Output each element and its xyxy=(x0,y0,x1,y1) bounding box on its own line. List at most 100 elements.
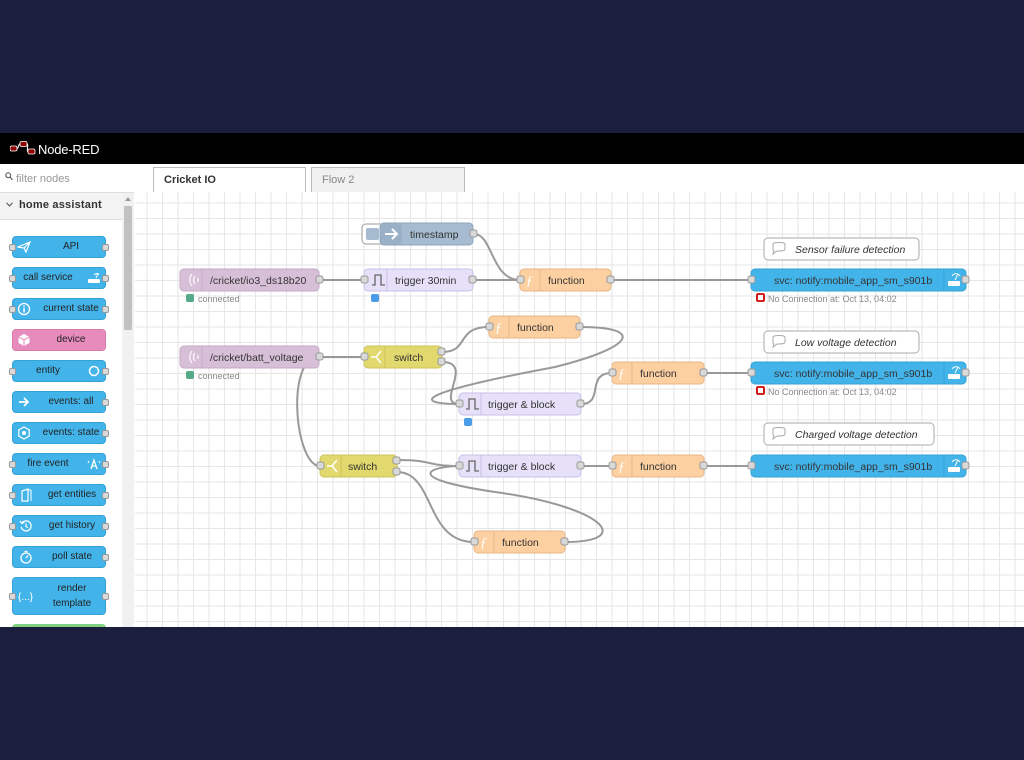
node-output-port[interactable] xyxy=(469,229,478,238)
filter-nodes-input[interactable] xyxy=(14,169,130,189)
node-label: svc: notify:mobile_app_sm_s901b xyxy=(774,461,932,473)
node-output-port[interactable] xyxy=(437,347,446,356)
node-output-port[interactable] xyxy=(560,537,569,546)
palette-node-partial[interactable] xyxy=(12,624,106,627)
node-function-1[interactable]: ƒ function xyxy=(516,268,615,292)
node-output-port[interactable] xyxy=(606,275,615,284)
palette-node-entity[interactable]: entity xyxy=(9,360,109,382)
inject-arrow-icon xyxy=(385,228,399,240)
comment-body[interactable] xyxy=(763,422,935,446)
palette-node-api[interactable]: API xyxy=(9,236,109,258)
node-output-port xyxy=(102,492,109,499)
tab-flow-2[interactable]: Flow 2 xyxy=(311,167,465,192)
node-switch-2[interactable]: switch xyxy=(316,454,401,478)
node-output-port[interactable] xyxy=(392,456,401,465)
node-label: function xyxy=(517,322,554,334)
comment-bubble-icon xyxy=(772,335,786,349)
tab-cricket-io[interactable]: Cricket IO xyxy=(153,167,306,193)
node-input-port[interactable] xyxy=(747,368,756,377)
node-svc-notify-2[interactable]: svc: notify:mobile_app_sm_s901b No Conne… xyxy=(747,361,970,397)
node-function-4[interactable]: ƒ function xyxy=(608,454,708,478)
node-input-port[interactable] xyxy=(455,461,464,470)
node-input-port xyxy=(9,368,16,375)
app-title: Node-RED xyxy=(38,142,100,157)
node-input-port[interactable] xyxy=(516,275,525,284)
node-input-port[interactable] xyxy=(470,537,479,546)
palette-node-render-template[interactable]: {...} render template xyxy=(9,577,109,615)
palette-node-label: current state xyxy=(43,303,99,314)
comment-bubble-icon xyxy=(772,427,786,441)
node-input-port xyxy=(9,275,16,282)
node-input-port[interactable] xyxy=(360,352,369,361)
comment-body[interactable] xyxy=(763,237,920,261)
palette-node-events-state[interactable]: events: state xyxy=(12,422,109,444)
node-output-port[interactable] xyxy=(315,275,324,284)
node-red-editor: Node-RED home assistant API xyxy=(0,133,1024,627)
node-status-text: connected xyxy=(198,371,240,381)
inject-button[interactable] xyxy=(366,228,379,240)
node-input-port[interactable] xyxy=(316,461,325,470)
node-output-port[interactable] xyxy=(437,357,446,366)
palette-node-label: render template xyxy=(52,583,92,609)
palette-node-fire-event[interactable]: fire event xyxy=(9,453,109,475)
comment-low-voltage[interactable]: Low voltage detection xyxy=(763,330,920,354)
node-output-port[interactable] xyxy=(576,461,585,470)
info-icon xyxy=(13,299,35,319)
node-input-port[interactable] xyxy=(455,399,464,408)
node-output-port[interactable] xyxy=(961,368,970,377)
node-output-port[interactable] xyxy=(699,461,708,470)
node-function-5[interactable]: ƒ function xyxy=(470,530,569,554)
node-inject-timestamp[interactable]: timestamp xyxy=(361,222,478,246)
palette-scrollbar[interactable] xyxy=(122,193,134,627)
comment-charged-voltage[interactable]: Charged voltage detection xyxy=(763,422,935,446)
wire xyxy=(429,465,604,543)
palette-node-label: fire event xyxy=(27,458,69,469)
node-output-port[interactable] xyxy=(576,399,585,408)
node-function-2[interactable]: ƒ function xyxy=(485,315,584,339)
comment-sensor-failure[interactable]: Sensor failure detection xyxy=(763,237,920,261)
node-switch-1[interactable]: switch xyxy=(360,345,446,369)
node-output-port[interactable] xyxy=(961,275,970,284)
node-output-port[interactable] xyxy=(699,368,708,377)
node-input-port xyxy=(9,593,16,600)
palette-node-get-entities[interactable]: get entities xyxy=(9,484,109,506)
node-input-port[interactable] xyxy=(747,461,756,470)
node-trigger-30min[interactable]: trigger 30min xyxy=(360,268,477,302)
node-input-port[interactable] xyxy=(360,275,369,284)
node-input-port[interactable] xyxy=(608,461,617,470)
node-input-port xyxy=(9,523,16,530)
scroll-thumb[interactable] xyxy=(124,206,132,330)
node-output-port[interactable] xyxy=(468,275,477,284)
scroll-up-icon[interactable] xyxy=(125,197,131,201)
palette-node-call-service[interactable]: call service xyxy=(9,267,109,289)
node-trigger-block-2[interactable]: trigger & block xyxy=(455,454,585,478)
node-output-port[interactable] xyxy=(392,467,401,476)
node-output-port xyxy=(102,399,109,406)
flow-canvas[interactable]: timestamp /cricket/io3_ds18b20 connected… xyxy=(135,192,1024,627)
node-svc-notify-1[interactable]: svc: notify:mobile_app_sm_s901b No Conne… xyxy=(747,268,970,304)
node-label: trigger & block xyxy=(488,399,556,411)
node-output-port xyxy=(102,275,109,282)
node-input-port[interactable] xyxy=(747,275,756,284)
node-mqtt-in-io3[interactable]: /cricket/io3_ds18b20 connected xyxy=(179,268,324,304)
node-mqtt-in-batt[interactable]: /cricket/batt_voltage connected xyxy=(179,345,324,381)
comment-body[interactable] xyxy=(763,330,920,354)
node-input-port[interactable] xyxy=(608,368,617,377)
palette-node-current-state[interactable]: current state xyxy=(9,298,109,320)
palette-node-poll-state[interactable]: poll state xyxy=(12,546,109,568)
node-label: trigger 30min xyxy=(395,275,456,287)
palette-node-events-all[interactable]: events: all xyxy=(12,391,109,413)
node-trigger-block-1[interactable]: trigger & block xyxy=(455,392,585,426)
node-input-port[interactable] xyxy=(485,322,494,331)
node-svc-notify-3[interactable]: svc: notify:mobile_app_sm_s901b xyxy=(747,454,970,478)
node-function-3[interactable]: ƒ function xyxy=(608,361,708,385)
wire xyxy=(296,356,321,467)
node-output-port[interactable] xyxy=(315,352,324,361)
node-output-port[interactable] xyxy=(575,322,584,331)
node-output-port[interactable] xyxy=(961,461,970,470)
palette-category-header[interactable]: home assistant xyxy=(0,193,122,220)
palette-node-device[interactable]: device xyxy=(12,329,106,351)
palette-node-label: call service xyxy=(23,272,73,283)
header-bar: Node-RED xyxy=(0,133,1024,164)
palette-node-get-history[interactable]: get history xyxy=(9,515,109,537)
